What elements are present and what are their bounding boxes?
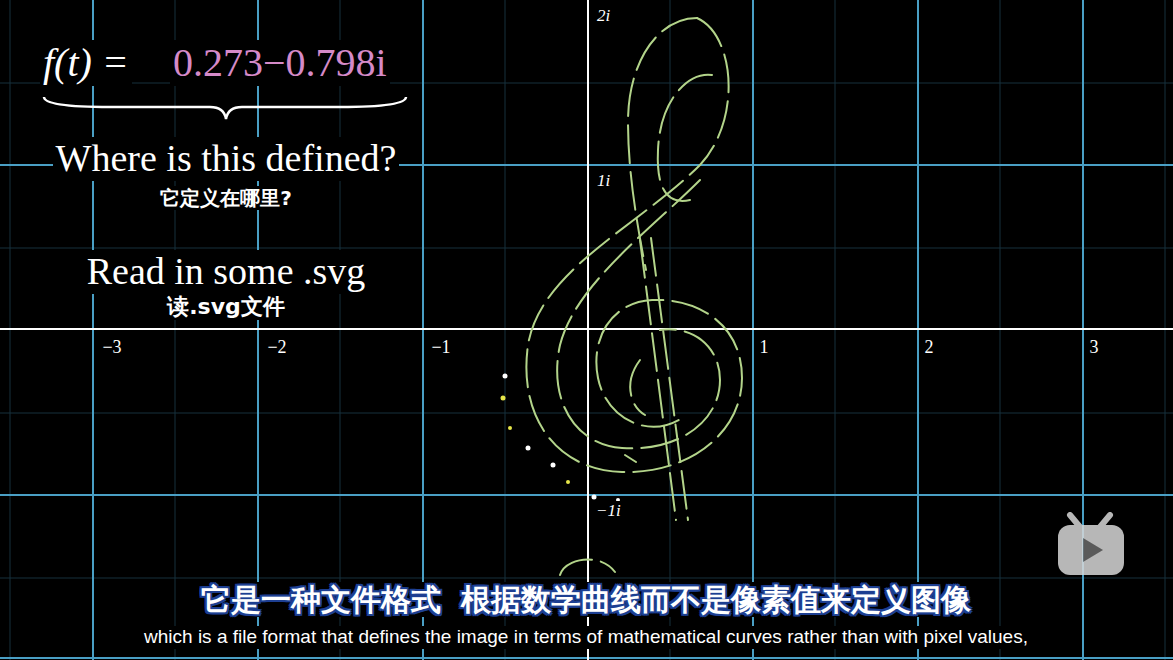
function-label: f(t) = bbox=[40, 40, 132, 86]
treble-clef bbox=[526, 18, 742, 575]
axis-label: 3 bbox=[1087, 337, 1102, 359]
axis-label: 2 bbox=[922, 337, 937, 359]
axis-label: −3 bbox=[99, 337, 124, 359]
axis-label: 1i bbox=[594, 171, 613, 192]
subtitle-chinese: 它是一种文件格式 根据数学曲线而不是像素值来定义图像 bbox=[198, 582, 975, 617]
note-text: Read in some .svg bbox=[84, 250, 369, 294]
trace-dots bbox=[501, 374, 621, 503]
question-translation: 它定义在哪里? bbox=[157, 186, 295, 210]
note-translation: 读.svg文件 bbox=[164, 294, 288, 320]
axis-label: −2 bbox=[264, 337, 289, 359]
bilibili-logo bbox=[1058, 515, 1124, 575]
function-value: 0.273−0.798i bbox=[170, 40, 390, 86]
underbrace bbox=[44, 97, 406, 119]
question-text: Where is this defined? bbox=[53, 137, 400, 181]
axis-label: −1 bbox=[428, 337, 453, 359]
axis-label: 1 bbox=[757, 337, 772, 359]
subtitle-english: which is a file format that defines the … bbox=[141, 626, 1031, 649]
axis-label: −1i bbox=[593, 501, 624, 522]
axis-label: 2i bbox=[594, 6, 613, 27]
